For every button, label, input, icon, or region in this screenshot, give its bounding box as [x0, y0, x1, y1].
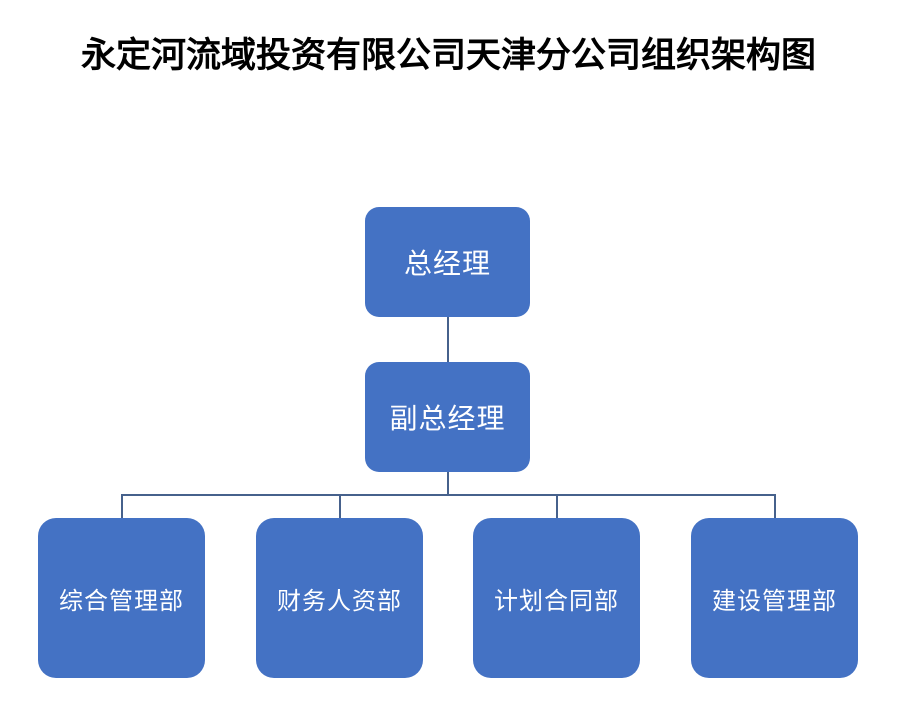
org-node-general-manager[interactable]: 总经理	[365, 207, 530, 317]
org-node-dept-comprehensive-management[interactable]: 综合管理部	[38, 518, 205, 678]
node-label: 综合管理部	[59, 587, 184, 615]
org-node-deputy-general-manager[interactable]: 副总经理	[365, 362, 530, 472]
org-node-dept-finance-hr[interactable]: 财务人资部	[256, 518, 423, 678]
node-label: 副总经理	[389, 403, 506, 434]
org-node-dept-planning-contract[interactable]: 计划合同部	[473, 518, 640, 678]
node-label: 建设管理部	[712, 587, 837, 615]
node-label: 总经理	[403, 248, 491, 279]
page-title: 永定河流域投资有限公司天津分公司组织架构图	[80, 35, 816, 76]
node-label: 计划合同部	[494, 587, 619, 615]
node-label: 财务人资部	[277, 587, 402, 615]
org-node-dept-construction-management[interactable]: 建设管理部	[691, 518, 858, 678]
